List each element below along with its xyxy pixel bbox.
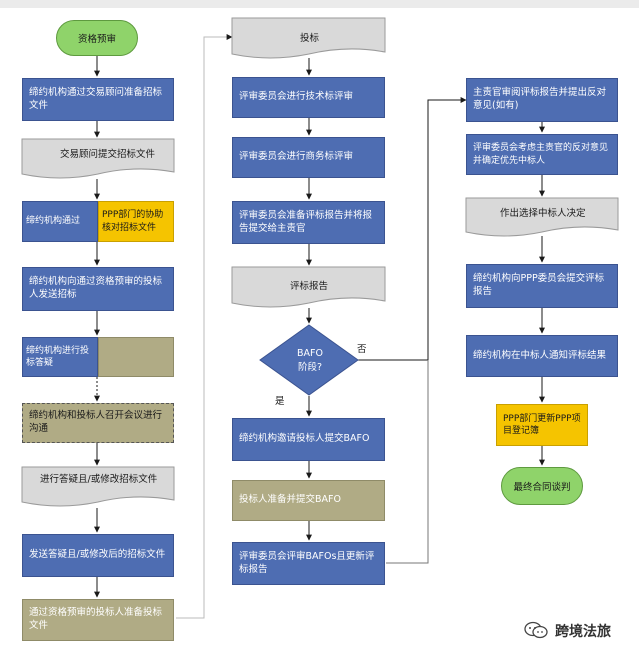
bafo-decision-diamond xyxy=(259,324,359,396)
step-prepare-tender-docs: 缔约机构通过交易顾问准备招标文件 xyxy=(22,78,174,121)
watermark-text: 跨境法旅 xyxy=(555,624,611,640)
step-evaluate-bafos-label: 评审委员会评审BAFOs且更新评标报告 xyxy=(239,550,375,575)
step-prebid-meeting: 缔约机构和投标人召开会议进行沟通 xyxy=(22,403,174,443)
step-update-ppp-register-label: PPP部门更新PPP项目登记簿 xyxy=(503,413,581,436)
step-send-invitation-label: 缔约机构向通过资格预审的投标人发送招标 xyxy=(29,276,163,300)
step-ppp-unit-check-label: PPP部门的协助核对招标文件 xyxy=(102,210,164,233)
end-terminal: 最终合同谈判 xyxy=(501,467,583,505)
doc-award-decision-label: 作出选择中标人决定 xyxy=(500,208,586,219)
step-technical-evaluation: 评审委员会进行技术标评审 xyxy=(232,77,385,118)
step-preferred-bidder-label: 评审委员会考虑主责官的反对意见并确定优先中标人 xyxy=(473,143,609,166)
doc-bid: 投标 xyxy=(300,33,319,45)
doc-evaluation-report-label: 评标报告 xyxy=(290,281,329,292)
doc-clarify-amend-label: 进行答疑且/或修改招标文件 xyxy=(40,474,158,485)
step-submit-to-ppp-committee: 缔约机构向PPP委员会提交评标报告 xyxy=(466,264,618,308)
step-prepare-tender-docs-label: 缔约机构通过交易顾问准备招标文件 xyxy=(29,86,163,111)
step-agency-via: 缔约机构通过 xyxy=(22,201,98,242)
step-approver-review-label: 主责官审阅评标报告并提出反对意见(如有) xyxy=(473,87,607,111)
end-terminal-label: 最终合同谈判 xyxy=(513,482,571,493)
decision-yes-label: 是 xyxy=(275,396,285,407)
step-update-ppp-register: PPP部门更新PPP项目登记簿 xyxy=(496,404,588,446)
doc-submit-tender-docs: 交易顾问提交招标文件 xyxy=(60,149,170,161)
doc-evaluation-report: 评标报告 xyxy=(290,281,328,293)
doc-shape-c3-3 xyxy=(465,197,619,237)
step-evaluation-report: 评审委员会准备评标报告并将报告提交给主责官 xyxy=(232,201,385,244)
step-technical-evaluation-label: 评审委员会进行技术标评审 xyxy=(239,91,354,103)
start-terminal-label: 资格预审 xyxy=(77,34,116,45)
step-bidders-prepare: 通过资格预审的投标人准备投标文件 xyxy=(22,599,174,641)
step-evaluation-report-label: 评审委员会准备评标报告并将报告提交给主责官 xyxy=(239,209,373,234)
doc-submit-tender-docs-label: 交易顾问提交招标文件 xyxy=(60,149,156,160)
doc-shape-c2-5 xyxy=(231,266,386,308)
doc-shape-c2-1 xyxy=(231,17,386,59)
doc-bid-label: 投标 xyxy=(300,33,320,44)
step-submit-bafo-label: 投标人准备并提交BAFO xyxy=(239,494,341,506)
step-submit-bafo: 投标人准备并提交BAFO xyxy=(232,480,385,521)
step-evaluate-bafos: 评审委员会评审BAFOs且更新评标报告 xyxy=(232,542,385,585)
step-notify-winner: 缔约机构在中标人通知评标结果 xyxy=(466,335,618,377)
wechat-icon xyxy=(523,621,549,639)
step-send-amended-docs-label: 发送答疑且/或修改后的招标文件 xyxy=(29,549,166,561)
doc-shape-c1-7 xyxy=(21,466,175,507)
top-strip xyxy=(0,0,639,8)
step-send-amended-docs: 发送答疑且/或修改后的招标文件 xyxy=(22,534,174,577)
step-send-invitation: 缔约机构向通过资格预审的投标人发送招标 xyxy=(22,267,174,311)
step-invite-bafo-label: 缔约机构邀请投标人提交BAFO xyxy=(239,433,370,445)
bafo-decision-label: BAFO 阶段? xyxy=(297,348,323,373)
step-ppp-unit-check: PPP部门的协助核对招标文件 xyxy=(98,201,174,242)
step-bid-clarification-olive xyxy=(98,337,174,377)
step-prebid-meeting-label: 缔约机构和投标人召开会议进行沟通 xyxy=(29,410,163,434)
step-invite-bafo: 缔约机构邀请投标人提交BAFO xyxy=(232,418,385,461)
step-agency-via-label: 缔约机构通过 xyxy=(26,216,81,227)
step-commercial-evaluation: 评审委员会进行商务标评审 xyxy=(232,137,385,178)
decision-no-label: 否 xyxy=(357,344,367,355)
doc-award-decision: 作出选择中标人决定 xyxy=(500,208,586,220)
step-bidders-prepare-label: 通过资格预审的投标人准备投标文件 xyxy=(29,607,163,631)
step-notify-winner-label: 缔约机构在中标人通知评标结果 xyxy=(473,349,607,361)
step-bid-clarification: 缔约机构进行投标答疑 xyxy=(22,337,98,377)
step-bid-clarification-label: 缔约机构进行投标答疑 xyxy=(26,345,90,368)
step-preferred-bidder: 评审委员会考虑主责官的反对意见并确定优先中标人 xyxy=(466,134,618,175)
step-approver-review: 主责官审阅评标报告并提出反对意见(如有) xyxy=(466,78,618,122)
step-commercial-evaluation-label: 评审委员会进行商务标评审 xyxy=(239,151,354,163)
doc-clarify-amend: 进行答疑且/或修改招标文件 xyxy=(40,474,168,486)
start-terminal: 资格预审 xyxy=(56,20,138,56)
doc-shape-c1-2 xyxy=(21,138,175,179)
step-submit-to-ppp-committee-label: 缔约机构向PPP委员会提交评标报告 xyxy=(473,273,605,297)
